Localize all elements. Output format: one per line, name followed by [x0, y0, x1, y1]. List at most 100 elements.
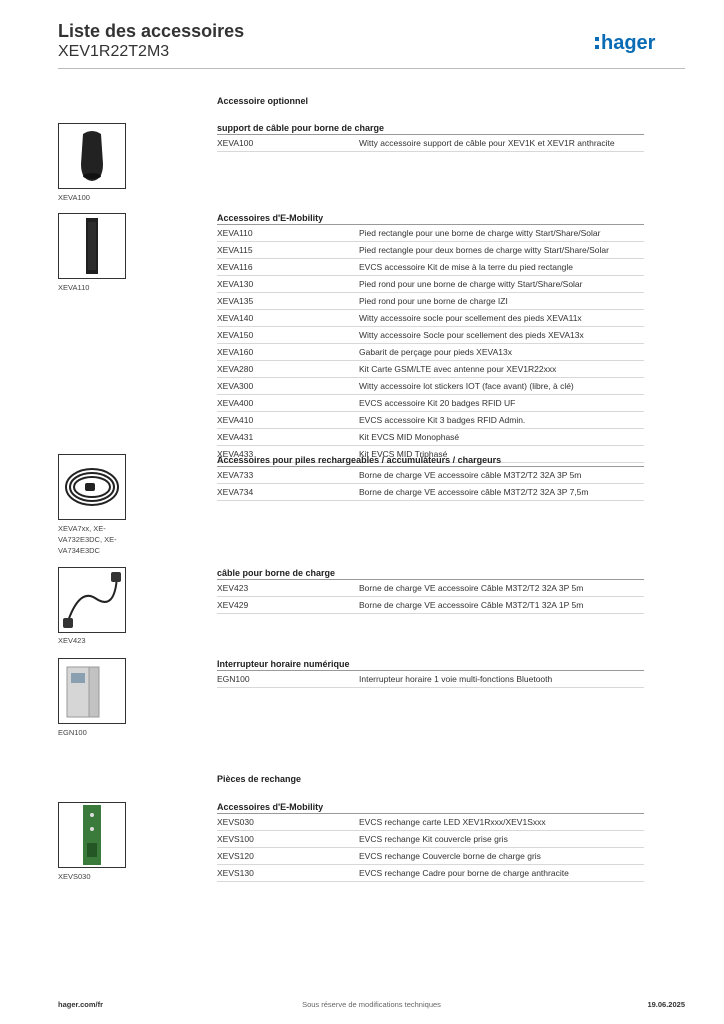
group-title: Accessoires d'E-Mobility [217, 801, 644, 814]
table-row: XEVA300 Witty accessoire lot stickers IOT… [217, 378, 644, 395]
reference-cell: XEVA400 [217, 398, 254, 408]
image-caption: XEVA110 [58, 283, 90, 292]
description-cell: Pied rectangle pour une borne de charge … [359, 228, 601, 238]
section-title-optional: Accessoire optionnel [217, 96, 309, 106]
reference-cell: XEVA135 [217, 296, 254, 306]
table-row: XEVA734 Borne de charge VE accessoire câb… [217, 484, 644, 501]
group-title: Interrupteur horaire numérique [217, 658, 644, 671]
section-title-spare-parts: Pièces de rechange [217, 774, 302, 784]
table-row: XEVA410 EVCS accessoire Kit 3 badges RFID… [217, 412, 644, 429]
product-image-egn100 [58, 658, 126, 724]
group-title: support de câble pour borne de charge [217, 122, 644, 135]
page-title: Liste des accessoires [58, 21, 245, 41]
reference-cell: XEVS030 [217, 817, 254, 827]
description-cell: Kit EVCS MID Triphasé [359, 449, 448, 459]
table-row: XEVA130 Pied rond pour une borne de charg… [217, 276, 644, 293]
description-cell: Kit Carte GSM/LTE avec antenne pour XEV1… [359, 364, 557, 374]
description-cell: Pied rectangle pour deux bornes de charg… [359, 245, 609, 255]
description-cell: Witty accessoire support de câble pour X… [359, 138, 615, 148]
description-cell: EVCS rechange Kit couvercle prise gris [359, 834, 508, 844]
table-row: XEVS120 EVCS rechange Couvercle borne de … [217, 848, 644, 865]
reference-cell: XEV423 [217, 583, 249, 593]
reference-cell: XEVA115 [217, 245, 253, 255]
reference-cell: XEVA116 [217, 262, 253, 272]
reference-cell: XEVS100 [217, 834, 254, 844]
accessory-group-batteries-chargers: Accessoires pour piles rechargeables / a… [217, 454, 644, 501]
description-cell: Witty accessoire Socle pour scellement d… [359, 330, 584, 340]
reference-cell: XEVA150 [217, 330, 254, 340]
reference-cell: XEVA433 [217, 449, 254, 459]
reference-cell: XEVS130 [217, 868, 254, 878]
table-row: XEV429 Borne de charge VE accessoire Câbl… [217, 597, 644, 614]
table-row: XEVS030 EVCS rechange carte LED XEV1Rxxx/… [217, 814, 644, 831]
description-cell: Borne de charge VE accessoire câble M3T2… [359, 470, 582, 480]
reference-cell: XEVA431 [217, 432, 254, 442]
product-reference: XEV1R22T2M3 [58, 43, 170, 60]
reference-cell: EGN100 [217, 674, 250, 684]
hager-logo: hager [593, 28, 675, 56]
product-image-xeva110 [58, 213, 126, 279]
table-row: XEVA733 Borne de charge VE accessoire câb… [217, 467, 644, 484]
footer-disclaimer: Sous réserve de modifications techniques [302, 1000, 441, 1009]
table-row: XEVA433 Kit EVCS MID Triphasé [217, 446, 644, 463]
reference-cell: XEV429 [217, 600, 249, 610]
table-row: XEVA150 Witty accessoire Socle pour scell… [217, 327, 644, 344]
header-divider [58, 68, 685, 69]
table-row: XEV423 Borne de charge VE accessoire Câbl… [217, 580, 644, 597]
reference-cell: XEVA410 [217, 415, 254, 425]
description-cell: EVCS accessoire Kit de mise à la terre d… [359, 262, 574, 272]
svg-text:hager: hager [601, 32, 656, 54]
description-cell: EVCS accessoire Kit 20 badges RFID UF [359, 398, 516, 408]
product-image-xev423 [58, 567, 126, 633]
reference-cell: XEVS120 [217, 851, 254, 861]
table-row: EGN100 Interrupteur horaire 1 voie multi-… [217, 671, 644, 688]
description-cell: EVCS rechange carte LED XEV1Rxxx/XEV1Sxx… [359, 817, 546, 827]
document-header: Liste des accessoires XEV1R22T2M3 [58, 20, 244, 62]
table-row: XEVA110 Pied rectangle pour une borne de … [217, 225, 644, 242]
table-row: XEVA116 EVCS accessoire Kit de mise à la … [217, 259, 644, 276]
group-title: Accessoires d'E-Mobility [217, 212, 644, 225]
footer-date: 19.06.2025 [647, 1000, 685, 1009]
table-row: XEVA135 Pied rond pour une borne de charg… [217, 293, 644, 310]
table-row: XEVA400 EVCS accessoire Kit 20 badges RFI… [217, 395, 644, 412]
table-row: XEVS100 EVCS rechange Kit couvercle prise… [217, 831, 644, 848]
description-cell: Pied rond pour une borne de charge IZI [359, 296, 508, 306]
description-cell: Borne de charge VE accessoire Câble M3T2… [359, 600, 584, 610]
description-cell: Pied rond pour une borne de charge witty… [359, 279, 583, 289]
description-cell: EVCS rechange Couvercle borne de charge … [359, 851, 541, 861]
reference-cell: XEVA160 [217, 347, 254, 357]
description-cell: EVCS accessoire Kit 3 badges RFID Admin. [359, 415, 526, 425]
accessory-group-time-switch: Interrupteur horaire numérique EGN100 Int… [217, 658, 644, 688]
reference-cell: XEVA100 [217, 138, 254, 148]
group-title: Accessoires pour piles rechargeables / a… [217, 454, 644, 467]
description-cell: Borne de charge VE accessoire Câble M3T2… [359, 583, 584, 593]
footer-website-link[interactable]: hager.com/fr [58, 1000, 104, 1009]
description-cell: Borne de charge VE accessoire câble M3T2… [359, 487, 589, 497]
group-title: câble pour borne de charge [217, 567, 644, 580]
reference-cell: XEVA733 [217, 470, 254, 480]
product-image-xeva7xx [58, 454, 126, 520]
description-cell: Witty accessoire lot stickers IOT (face … [359, 381, 574, 391]
image-caption: XEVA100 [58, 193, 90, 202]
table-row: XEVA115 Pied rectangle pour deux bornes d… [217, 242, 644, 259]
reference-cell: XEVA140 [217, 313, 254, 323]
description-cell: Gabarit de perçage pour pieds XEVA13x [359, 347, 512, 357]
image-caption: EGN100 [58, 728, 87, 737]
product-image-xevs030 [58, 802, 126, 868]
reference-cell: XEVA734 [217, 487, 254, 497]
reference-cell: XEVA130 [217, 279, 254, 289]
image-caption: XEVS030 [58, 872, 91, 881]
table-row: XEVA160 Gabarit de perçage pour pieds XEV… [217, 344, 644, 361]
reference-cell: XEVA300 [217, 381, 254, 391]
table-row: XEVA100 Witty accessoire support de câble… [217, 135, 644, 152]
accessory-group-cable-support: support de câble pour borne de charge XE… [217, 122, 644, 152]
reference-cell: XEVA110 [217, 228, 253, 238]
description-cell: Interrupteur horaire 1 voie multi-foncti… [359, 674, 553, 684]
